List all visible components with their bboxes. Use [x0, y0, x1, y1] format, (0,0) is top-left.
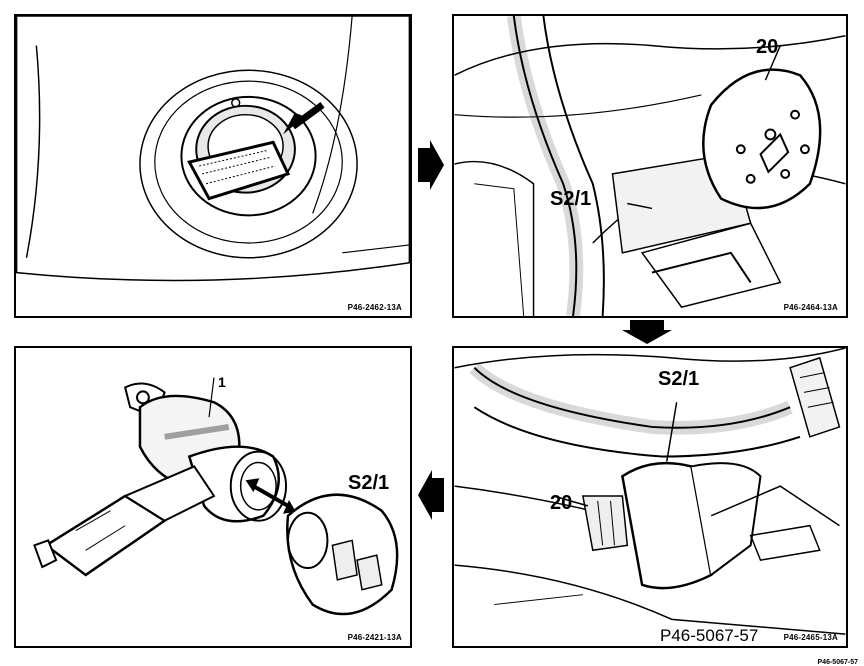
step-1-panel: P46-2462-13A — [14, 14, 412, 318]
switch-s2-1-label-p3: S2/1 — [348, 472, 390, 494]
switch-s2-1-label: S2/1 — [550, 188, 592, 210]
ignition-key-illustration — [16, 16, 410, 282]
switch-removal-illustration — [454, 16, 846, 316]
switch-s2-1-label-p4: S2/1 — [658, 368, 700, 390]
step-4-panel: 1 S2/1 P46-2421-13A — [14, 346, 412, 648]
arrow-right-icon — [418, 140, 444, 190]
panel-4-code: P46-2465-13A — [783, 633, 838, 642]
part-1-label: 1 — [218, 374, 226, 390]
panel-2-code: P46-2464-13A — [783, 303, 838, 312]
step-3-panel: S2/1 20 P46-5067-57 P46-2465-13A — [452, 346, 848, 648]
switch-pull-illustration — [454, 348, 846, 635]
switch-detached-illustration — [33, 377, 399, 616]
part-20-label-p4: 20 — [550, 492, 573, 514]
arrow-left-icon — [418, 470, 444, 520]
part-20-label: 20 — [756, 36, 779, 58]
figure-code: P46-5067-57 — [817, 659, 858, 666]
arrow-down-icon — [622, 320, 672, 344]
panel-1-code: P46-2462-13A — [347, 303, 402, 312]
panel-3-code: P46-2421-13A — [347, 633, 402, 642]
step-2-panel: 20 S2/1 P46-2464-13A — [452, 14, 848, 318]
figure-watermark: P46-5067-57 — [660, 626, 759, 645]
